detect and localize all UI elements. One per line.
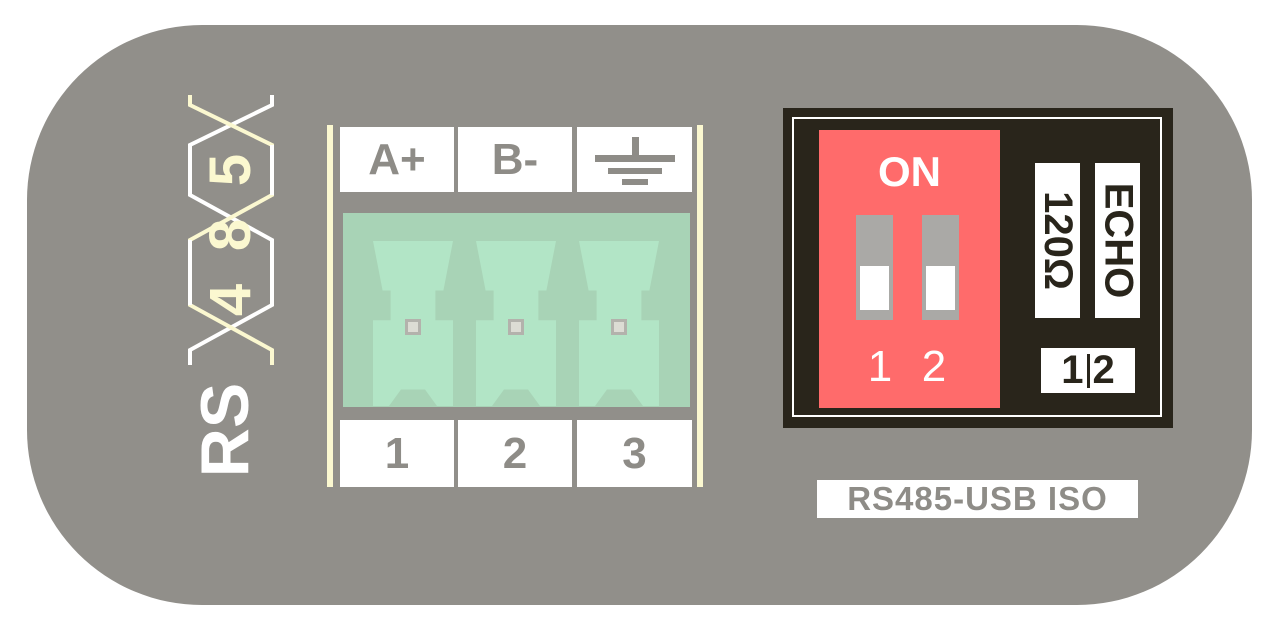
pin-number-1: 1 [340,420,454,487]
signal-label-b-minus: B- [458,127,572,192]
terminal-connector [343,213,690,407]
signal-label-a-plus: A+ [340,127,454,192]
terminal-right-rail [697,125,703,487]
dip-switch-border [792,117,1162,417]
logo-prefix: RS [187,382,263,478]
logo-digit-8: 8 [198,218,263,252]
switch-order-legend: 1 2 [1041,348,1135,393]
legend-divider [1086,353,1090,388]
logo-digit-5: 5 [198,153,263,187]
product-name-label: RS485-USB ISO [817,480,1138,518]
pin-number-2: 2 [458,420,572,487]
terminal-pin-2[interactable] [476,241,556,406]
hexagon-chain-icon [188,95,274,365]
dip-switch-number-2: 2 [921,342,947,391]
signal-label-ground [577,127,692,192]
function-label-echo-text: ECHO [1096,182,1141,299]
terminal-pin-1[interactable] [373,241,453,406]
function-label-echo: ECHO [1095,163,1140,318]
ground-icon [594,136,675,185]
screw-icon [405,319,421,335]
logo-digit-4: 4 [198,283,263,317]
screw-icon [611,319,627,335]
rs485-logo: 5 8 4 RS [180,95,285,515]
dip-switch-1-knob[interactable] [860,266,889,310]
function-label-120-ohm-text: 120Ω [1036,191,1080,290]
dip-switch-2-knob[interactable] [926,266,955,310]
dip-switch-body [819,130,1000,408]
dip-switch-2[interactable] [922,215,959,320]
function-label-120-ohm: 120Ω [1035,163,1080,318]
dip-switch-number-1: 1 [867,342,893,391]
terminal-pin-3[interactable] [579,241,659,406]
legend-right: 2 [1092,348,1115,392]
screw-icon [508,319,524,335]
dip-on-label: ON [878,148,941,195]
legend-left: 1 [1061,348,1084,392]
dip-switch-1[interactable] [856,215,893,320]
terminal-left-rail [327,125,333,487]
pin-number-3: 3 [577,420,692,487]
